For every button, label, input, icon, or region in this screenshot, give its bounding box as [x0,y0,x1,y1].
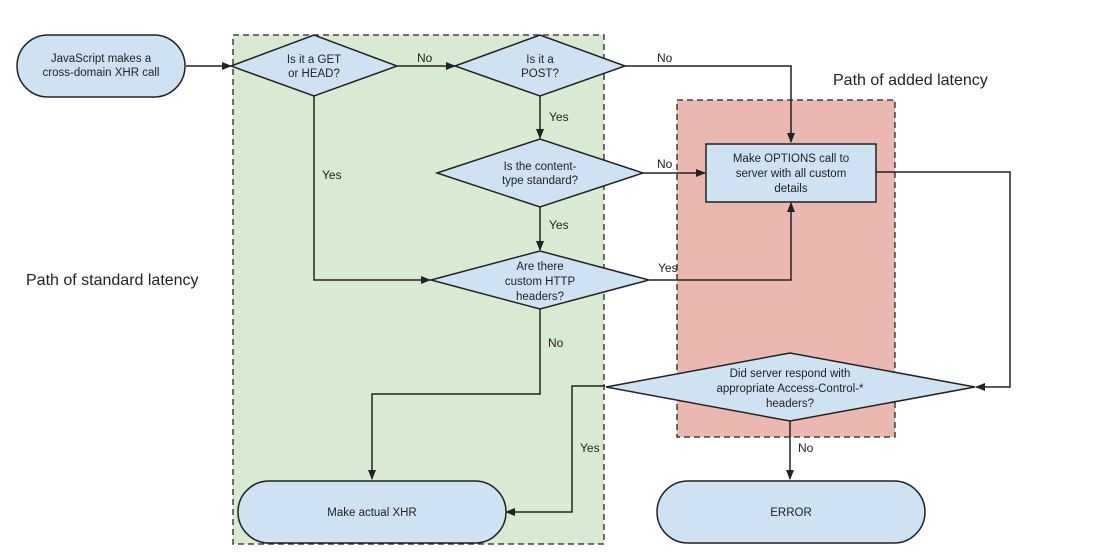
edge-post-no [625,65,795,143]
svg-text:Make actual XHR: Make actual XHR [327,507,416,519]
svg-text:details: details [774,183,807,195]
node-access-control-decision: Did server respond with appropriate Acce… [605,352,976,422]
edge-options-to-access [876,171,1011,391]
edge-headers-yes [650,202,795,281]
edge-label-get-head-no: No [417,51,433,65]
svg-text:Is it a GET: Is it a GET [287,54,341,66]
node-start: JavaScript makes a cross-domain XHR call [16,34,186,98]
node-custom-headers-decision: Are there custom HTTP headers? [428,250,652,310]
edge-label-content-yes: Yes [549,218,569,232]
svg-text:headers?: headers? [516,291,564,303]
svg-text:appropriate Access-Control-*: appropriate Access-Control-* [716,383,864,395]
svg-text:POST?: POST? [521,68,559,80]
svg-text:or HEAD?: or HEAD? [288,68,340,80]
node-content-type-decision: Is the content- type standard? [434,138,646,208]
edge-get-head-yes [313,96,431,284]
node-error: ERROR [656,480,926,544]
node-post-decision: Is it a POST? [452,34,628,97]
svg-text:Did server respond with: Did server respond with [730,368,851,380]
svg-text:Make OPTIONS call to: Make OPTIONS call to [733,153,849,165]
svg-text:type standard?: type standard? [502,175,578,187]
node-options-call: Make OPTIONS call to server with all cus… [705,143,877,203]
edge-label-post-yes: Yes [549,110,569,124]
edge-label-content-no: No [657,157,673,171]
region-label-standard: Path of standard latency [26,272,199,289]
svg-text:server with all custom: server with all custom [736,168,847,180]
edge-headers-no [368,309,541,480]
edge-label-access-yes: Yes [580,441,600,455]
svg-text:ERROR: ERROR [770,507,812,519]
svg-text:Is it a: Is it a [526,54,554,66]
svg-text:JavaScript makes a: JavaScript makes a [51,53,152,65]
edge-label-access-no: No [798,441,814,455]
svg-text:Is the content-: Is the content- [504,161,577,173]
node-get-or-head-decision: Is it a GET or HEAD? [228,34,400,97]
region-label-added: Path of added latency [833,72,988,89]
svg-text:Are there: Are there [516,261,563,273]
svg-text:headers?: headers? [766,398,814,410]
edge-label-headers-no: No [548,336,564,350]
edge-label-post-no: No [657,51,673,65]
svg-text:custom HTTP: custom HTTP [505,276,576,288]
edge-label-headers-yes: Yes [658,261,678,275]
edge-label-get-head-yes: Yes [322,168,342,182]
node-make-actual-xhr: Make actual XHR [237,480,507,544]
edge-access-yes [505,385,605,516]
svg-text:cross-domain XHR call: cross-domain XHR call [43,67,160,79]
